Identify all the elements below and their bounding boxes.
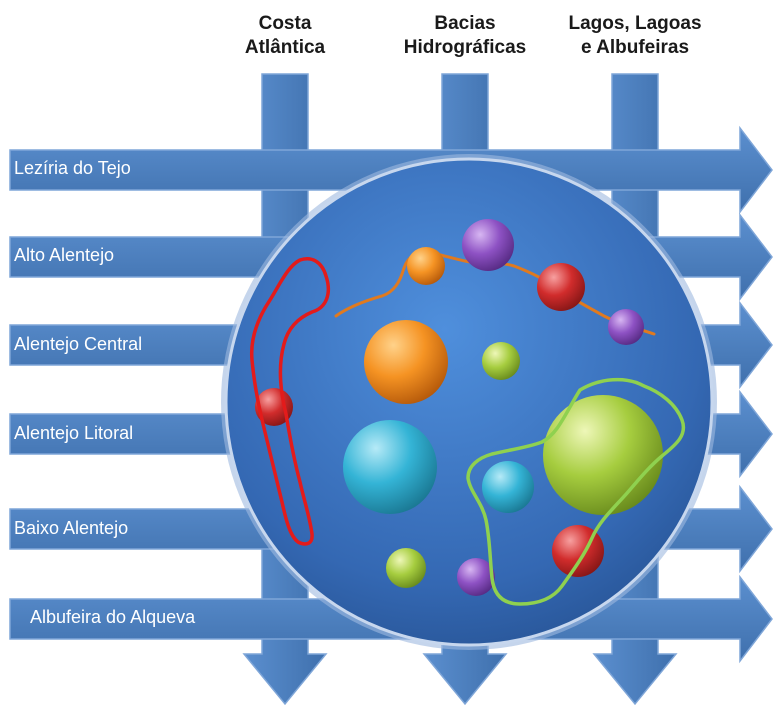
row-label-litoral: Alentejo Litoral — [14, 423, 134, 443]
row-label-leziria: Lezíria do Tejo — [14, 158, 131, 178]
ball-orange-small — [407, 247, 445, 285]
ball-purple-bottom — [457, 558, 495, 596]
ball-cyan-small — [482, 461, 534, 513]
ball-green-bottom — [386, 548, 426, 588]
row-label-baixo: Baixo Alentejo — [14, 518, 129, 538]
row-label-central: Alentejo Central — [14, 334, 143, 354]
column-title-lagos-line2: e Albufeiras — [580, 37, 690, 58]
row-label-alto: Alto Alentejo — [14, 245, 115, 265]
column-title-costa-line1: Costa — [258, 13, 312, 34]
ball-green-small — [482, 342, 520, 380]
column-title-bacias: Bacias Hidrográficas — [385, 12, 545, 60]
column-title-costa: Costa Atlântica — [205, 12, 365, 60]
column-title-lagos: Lagos, Lagoas e Albufeiras — [555, 12, 715, 60]
ball-purple-top — [462, 219, 514, 271]
ball-cyan-large — [343, 420, 437, 514]
ball-orange-large — [364, 320, 448, 404]
row-label-alqueva: Albufeira do Alqueva — [30, 607, 196, 627]
column-title-lagos-line1: Lagos, Lagoas — [568, 13, 702, 34]
central-circle — [221, 154, 717, 650]
coast-outline — [249, 257, 331, 546]
lake-outline — [466, 377, 686, 606]
column-title-bacias-line2: Hidrográficas — [403, 37, 527, 58]
ball-purple-right — [608, 309, 644, 345]
column-title-costa-line2: Atlântica — [244, 37, 326, 58]
ball-red-top — [537, 263, 585, 311]
column-title-bacias-line1: Bacias — [434, 13, 496, 34]
ball-green-large — [543, 395, 663, 515]
